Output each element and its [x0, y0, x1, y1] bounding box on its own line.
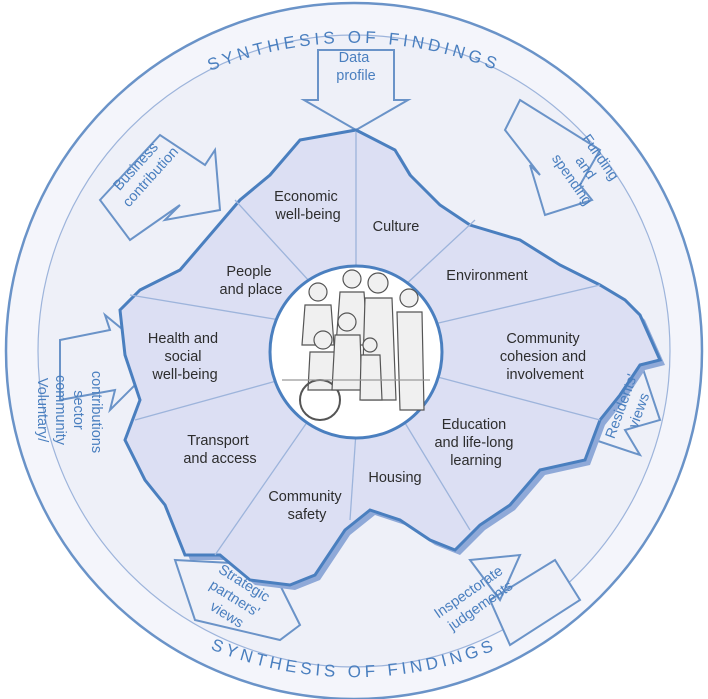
- arrow-business: [98, 133, 222, 242]
- source-voluntary-community-sector-contributions: Voluntary/ community sector contribution…: [34, 371, 104, 453]
- sector-education: Education and life-long learning: [434, 417, 517, 469]
- sector-health: Health and social well-being: [148, 331, 222, 383]
- sector-environment: Environment: [446, 268, 527, 284]
- sector-community-safety: Community safety: [268, 489, 345, 523]
- arrow-funding: [503, 98, 602, 217]
- sector-transport: Transport and access: [183, 433, 256, 467]
- sector-housing: Housing: [368, 470, 421, 486]
- arrow-data-profile: [300, 49, 412, 132]
- source-data-profile: Data profile: [336, 50, 376, 84]
- sector-culture: Culture: [373, 219, 420, 235]
- people-illustration-icon: [282, 269, 430, 421]
- sector-people-and-place: People and place: [220, 264, 283, 298]
- sector-labels: Economic well-being Culture Environment …: [148, 189, 590, 523]
- source-arrows: [59, 49, 662, 647]
- sector-economic-well-being: Economic well-being: [274, 189, 342, 223]
- arrow-inspectorate: [468, 553, 582, 647]
- sector-community-cohesion: Community cohesion and involvement: [500, 331, 590, 383]
- sector-spokes: [129, 132, 601, 556]
